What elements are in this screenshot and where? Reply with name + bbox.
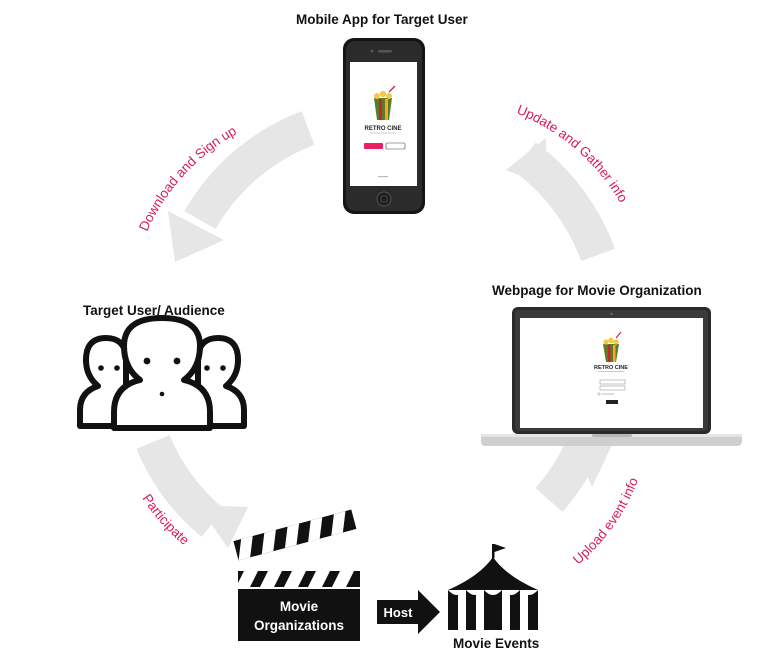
arrowhead-into-orgs bbox=[198, 505, 248, 548]
cycle-arrowheads bbox=[168, 138, 612, 548]
phone-accent-button bbox=[364, 143, 383, 149]
phone-home-button bbox=[376, 191, 392, 207]
clapperboard-icon bbox=[233, 509, 360, 641]
web-popcorn-logo-icon bbox=[603, 331, 622, 362]
laptop-screen bbox=[520, 318, 703, 428]
title-webpage: Webpage for Movie Organization bbox=[492, 283, 702, 298]
arrowhead-into-web bbox=[570, 435, 612, 487]
web-username-field bbox=[599, 379, 626, 385]
phone-illustration: RETRO CINE bbox=[343, 38, 425, 214]
web-brand: RETRO CINE bbox=[594, 365, 628, 371]
web-password-field bbox=[599, 385, 626, 391]
edge-label-host: Host bbox=[384, 605, 414, 620]
audience-people-icon bbox=[77, 315, 247, 431]
phone-screen bbox=[350, 62, 417, 186]
person-center-icon bbox=[111, 315, 213, 431]
web-login-button bbox=[606, 400, 618, 404]
host-arrow bbox=[377, 590, 440, 634]
movie-organizations-line1: Movie bbox=[280, 599, 319, 614]
movie-organizations-line2: Organizations bbox=[254, 618, 344, 633]
arrowhead-into-user bbox=[168, 211, 224, 262]
popcorn-logo-icon bbox=[374, 85, 396, 120]
ring-segment-user-to-orgs bbox=[136, 434, 225, 537]
ring-segment-app-to-user bbox=[184, 111, 315, 230]
title-target-user: Target User/ Audience bbox=[83, 303, 225, 318]
arrowhead-into-app bbox=[506, 138, 546, 186]
phone-outline-button bbox=[385, 142, 406, 150]
circus-tent-icon bbox=[448, 544, 538, 630]
laptop-illustration: RETRO CINE bbox=[481, 307, 742, 446]
title-mobile-app: Mobile App for Target User bbox=[296, 12, 468, 27]
phone-brand: RETRO CINE bbox=[364, 126, 401, 132]
title-movie-events: Movie Events bbox=[453, 636, 540, 651]
edge-label-upload: Upload event info bbox=[570, 475, 641, 567]
